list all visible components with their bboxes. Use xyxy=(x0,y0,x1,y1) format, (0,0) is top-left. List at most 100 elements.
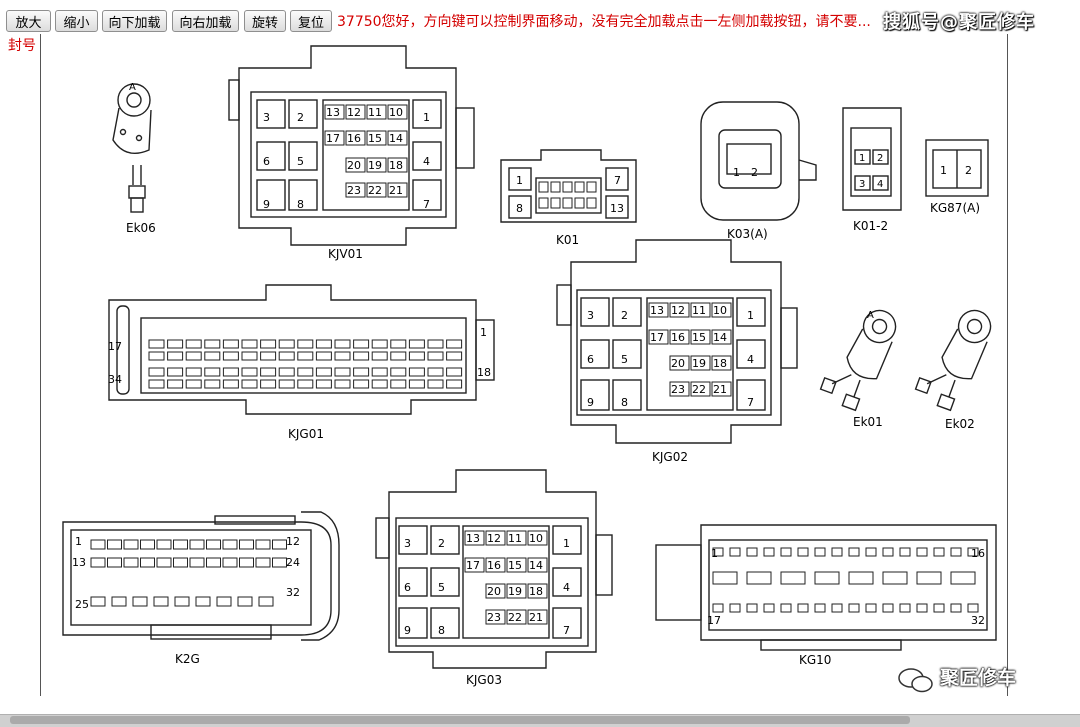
kjv01-pin-7: 7 xyxy=(423,198,430,211)
kjg02-pin-7: 7 xyxy=(747,396,754,409)
wechat-watermark: 聚匠修车 xyxy=(940,667,1017,689)
zoom-in-button[interactable]: 放大 xyxy=(6,10,51,32)
rotate-button[interactable]: 旋转 xyxy=(244,10,286,32)
kjv01-pin-13: 13 xyxy=(326,106,340,119)
kjg01-cavity xyxy=(222,379,239,389)
kjg03-pin-9: 9 xyxy=(404,624,411,637)
k2g-bottom-cavity xyxy=(132,596,148,607)
kjv01-pin-2: 2 xyxy=(297,111,304,124)
k01-pin-1: 1 xyxy=(516,174,523,187)
k2g-row-cavity xyxy=(206,557,221,568)
k2g-pin-25: 25 xyxy=(75,598,89,611)
kjg01-cavity xyxy=(353,379,370,389)
kg10-top-cavity xyxy=(865,547,877,557)
kjg03-pin-15: 15 xyxy=(508,559,522,572)
connector-diagram[interactable]: A Ek06 3 2 6 5 9 8 13 12 11 10 17 16 15 … xyxy=(40,34,1008,696)
kjg02-label: KJG02 xyxy=(652,450,688,464)
kg10-top-cavity xyxy=(882,547,894,557)
kg10-upper-cavity xyxy=(916,571,942,585)
k01-2-pin-2: 2 xyxy=(877,153,883,164)
kjv01-pin-22: 22 xyxy=(368,184,382,197)
kjg01-pin-grid xyxy=(148,339,463,389)
k2g-bottom-cavity xyxy=(258,596,274,607)
kjv01-label: KJV01 xyxy=(328,247,363,261)
ek02-label: Ek02 xyxy=(945,417,975,431)
kg87a-label: KG87(A) xyxy=(930,201,980,215)
k03a-label: K03(A) xyxy=(727,227,768,241)
kg10-lower-cavity xyxy=(746,603,758,613)
k2g-row-cavity xyxy=(173,539,188,550)
k2g-pin-24: 24 xyxy=(286,556,300,569)
k2g-row-cavity xyxy=(272,539,287,550)
k2g-pin-12: 12 xyxy=(286,535,300,548)
kjg01-cavity xyxy=(260,379,277,389)
k2g-bottom-cavity xyxy=(90,596,106,607)
kjg01-cavity xyxy=(315,339,332,349)
k01-2-pin-1: 1 xyxy=(859,153,865,164)
kjg01-cavity xyxy=(371,351,388,361)
kjg01-cavity xyxy=(297,339,314,349)
kjv01-pin-11: 11 xyxy=(368,106,382,119)
kjg02-pin-13: 13 xyxy=(650,304,664,317)
k01-pin-13: 13 xyxy=(610,202,624,215)
kjg01-cavity xyxy=(260,367,277,377)
kjv01-pin-21: 21 xyxy=(389,184,403,197)
kjv01-pin-3: 3 xyxy=(263,111,270,124)
kjg01-cavity xyxy=(204,339,221,349)
k2g-bottom-cavity xyxy=(237,596,253,607)
kjg01-cavity xyxy=(222,339,239,349)
kjv01-pin-23: 23 xyxy=(347,184,361,197)
kjg02-pin-22: 22 xyxy=(692,383,706,396)
kjg02-pin-19: 19 xyxy=(692,357,706,370)
kjg01-cavity xyxy=(446,351,463,361)
kjv01-pin-8: 8 xyxy=(297,198,304,211)
k2g-bottom-cavity xyxy=(153,596,169,607)
kjg03-pin-20: 20 xyxy=(487,585,501,598)
load-down-button[interactable]: 向下加载 xyxy=(102,10,167,32)
kjg01-cavity xyxy=(371,367,388,377)
kg10-pin-16: 16 xyxy=(971,547,985,560)
connector-ek06 xyxy=(112,83,152,213)
kg87a-pin-2: 2 xyxy=(965,164,972,177)
kg10-lower-cavity xyxy=(763,603,775,613)
kg10-lower-cavity xyxy=(933,603,945,613)
kg10-top-cavity xyxy=(814,547,826,557)
kjg01-cavity xyxy=(427,339,444,349)
kjg03-pin-18: 18 xyxy=(529,585,543,598)
kjg02-pin-14: 14 xyxy=(713,331,727,344)
kg10-upper-cavity xyxy=(746,571,772,585)
k2g-bottom-cavity xyxy=(174,596,190,607)
connector-kjg03 xyxy=(375,469,613,669)
kg10-top-cavity xyxy=(950,547,962,557)
kjg02-pin-4: 4 xyxy=(747,353,754,366)
kg10-lower-cavity xyxy=(899,603,911,613)
kjg01-cavity xyxy=(204,351,221,361)
zoom-out-button[interactable]: 缩小 xyxy=(55,10,98,32)
connector-kjg02 xyxy=(556,239,798,444)
kg10-lower-cavity xyxy=(865,603,877,613)
kjv01-pin-17: 17 xyxy=(326,132,340,145)
connector-ek02 xyxy=(914,309,992,412)
kjg03-pin-14: 14 xyxy=(529,559,543,572)
kjg02-pin-21: 21 xyxy=(713,383,727,396)
reset-button[interactable]: 复位 xyxy=(290,10,332,32)
kjg01-cavity xyxy=(185,379,202,389)
kjg02-pin-11: 11 xyxy=(692,304,706,317)
kjg02-pin-3: 3 xyxy=(587,309,594,322)
kjg01-cavity xyxy=(222,351,239,361)
kg10-lower-cavity xyxy=(712,603,724,613)
kjg03-pin-13: 13 xyxy=(466,532,480,545)
horizontal-scrollbar-thumb[interactable] xyxy=(10,716,910,724)
connector-k03a xyxy=(700,101,817,221)
kjv01-pin-12: 12 xyxy=(347,106,361,119)
kjg03-pin-12: 12 xyxy=(487,532,501,545)
sohu-watermark: 搜狐号@聚匠修车 xyxy=(883,12,1035,33)
kjv01-pin-5: 5 xyxy=(297,155,304,168)
k2g-row-cavity xyxy=(156,539,172,550)
k2g-pin-32: 32 xyxy=(286,586,300,599)
kjg01-cavity xyxy=(353,351,370,361)
kjg01-cavity xyxy=(241,367,258,377)
k2g-row-cavity xyxy=(140,557,155,568)
load-right-button[interactable]: 向右加载 xyxy=(172,10,239,32)
k2g-row-cavity xyxy=(123,539,139,550)
